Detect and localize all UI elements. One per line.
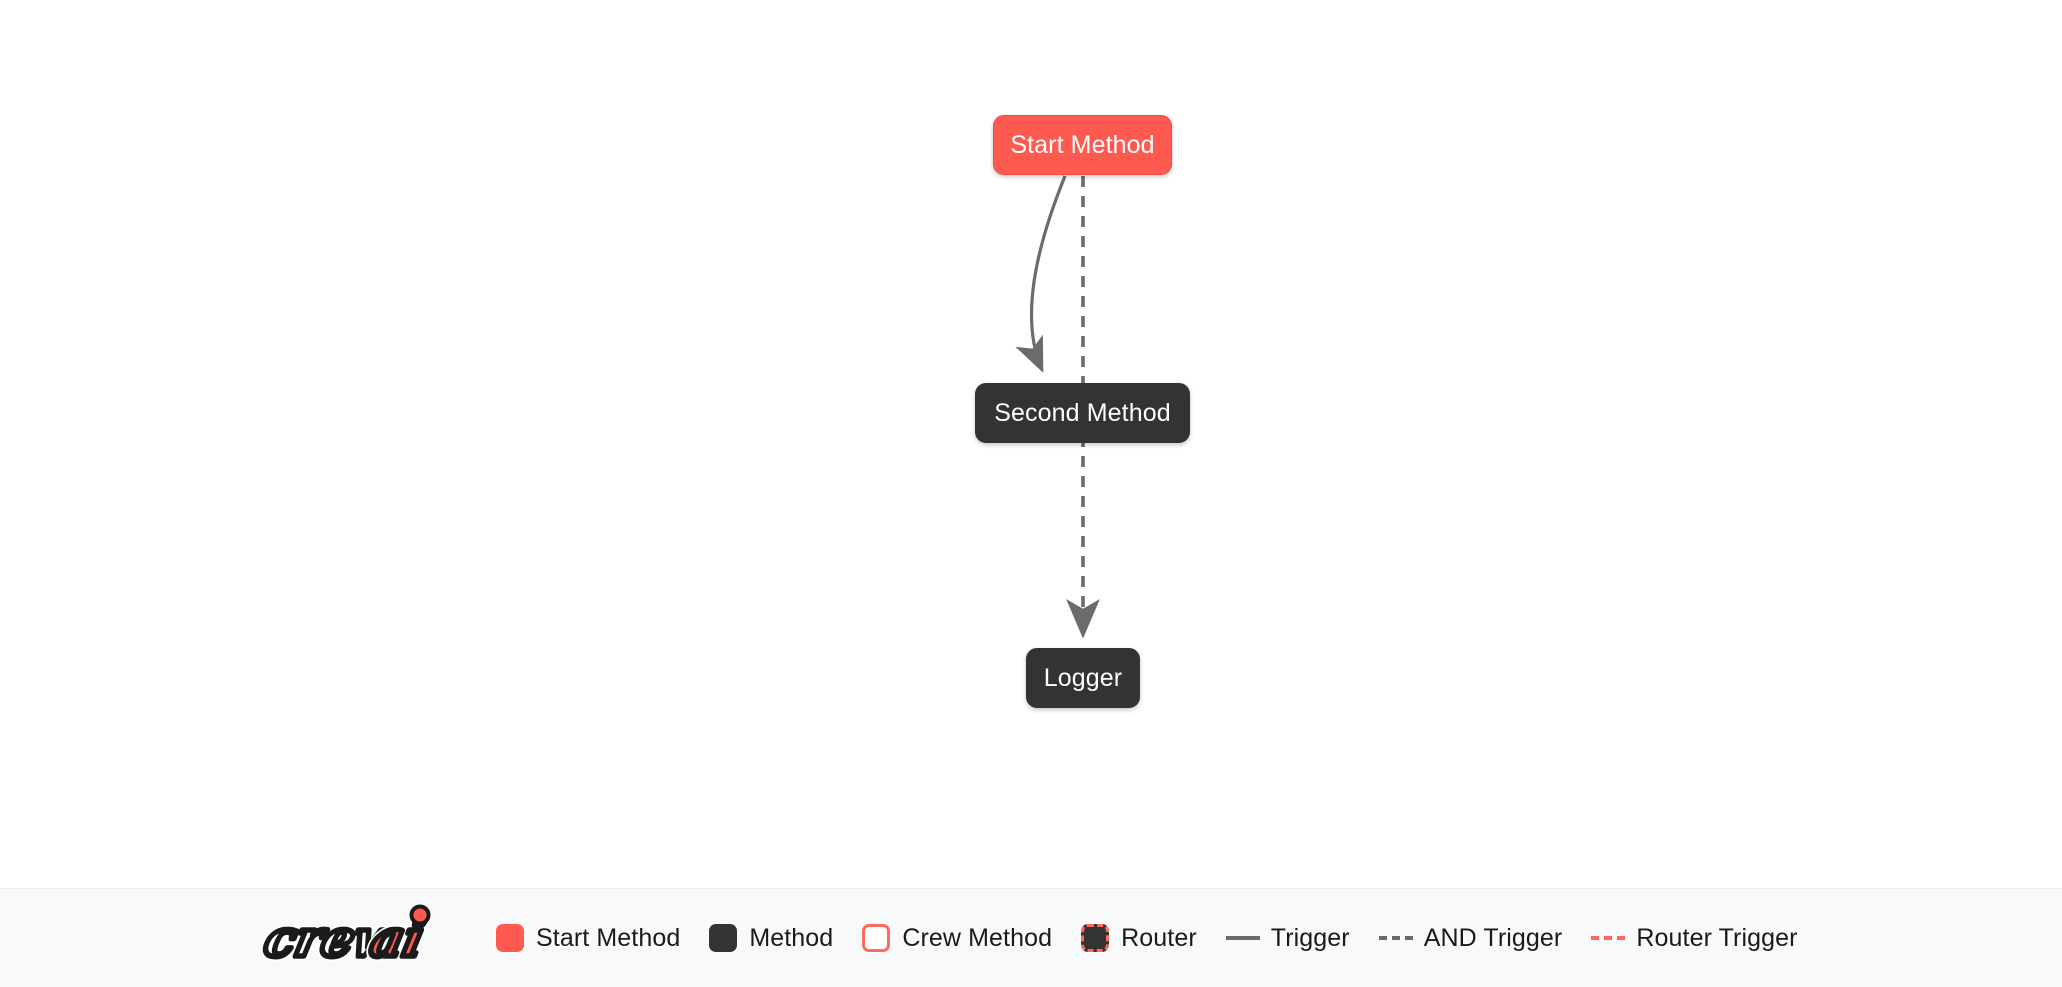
legend-item-crew-method: Crew Method <box>862 924 1052 952</box>
legend-label: AND Trigger <box>1423 923 1563 952</box>
legend-label: Start Method <box>536 923 681 952</box>
logo-text-primary: crew <box>260 910 405 968</box>
legend-item-router: Router <box>1081 924 1197 952</box>
edge-start-to-second <box>1015 175 1067 373</box>
legend-item-start-method: Start Method <box>496 924 680 952</box>
legend-label: Method <box>749 923 834 952</box>
and-trigger-line-icon <box>1378 936 1413 940</box>
legend-item-router-trigger: Router Trigger <box>1591 923 1798 952</box>
legend-item-trigger: Trigger <box>1225 923 1350 952</box>
logo-outer-halo: crew <box>260 910 405 968</box>
start-method-swatch-icon <box>496 924 524 952</box>
legend-item-method: Method <box>709 924 833 952</box>
crewai-logo: crew crew ai ai <box>255 904 434 972</box>
flow-canvas[interactable]: Start Method Second Method Logger <box>0 0 2062 888</box>
logo-dot-icon <box>409 904 431 926</box>
trigger-line-icon <box>1225 936 1260 940</box>
flow-node-start-method[interactable]: Start Method <box>993 115 1172 175</box>
legend-label: Crew Method <box>902 923 1053 952</box>
legend-label: Router <box>1121 923 1197 952</box>
legend-label: Trigger <box>1270 923 1350 952</box>
crew-method-swatch-icon <box>862 924 891 952</box>
flow-node-second-method[interactable]: Second Method <box>975 383 1190 443</box>
flow-node-label: Start Method <box>1010 130 1155 159</box>
legend-label: Router Trigger <box>1636 923 1798 952</box>
router-swatch-icon <box>1081 924 1110 952</box>
flow-node-label: Second Method <box>994 398 1171 427</box>
legend-bar: crew crew ai ai Start Method Method Crew… <box>0 888 2062 987</box>
flow-node-label: Logger <box>1043 663 1123 692</box>
method-swatch-icon <box>709 924 738 952</box>
flow-node-logger[interactable]: Logger <box>1026 648 1140 708</box>
legend-item-and-trigger: AND Trigger <box>1378 923 1563 952</box>
router-trigger-line-icon <box>1591 936 1626 940</box>
